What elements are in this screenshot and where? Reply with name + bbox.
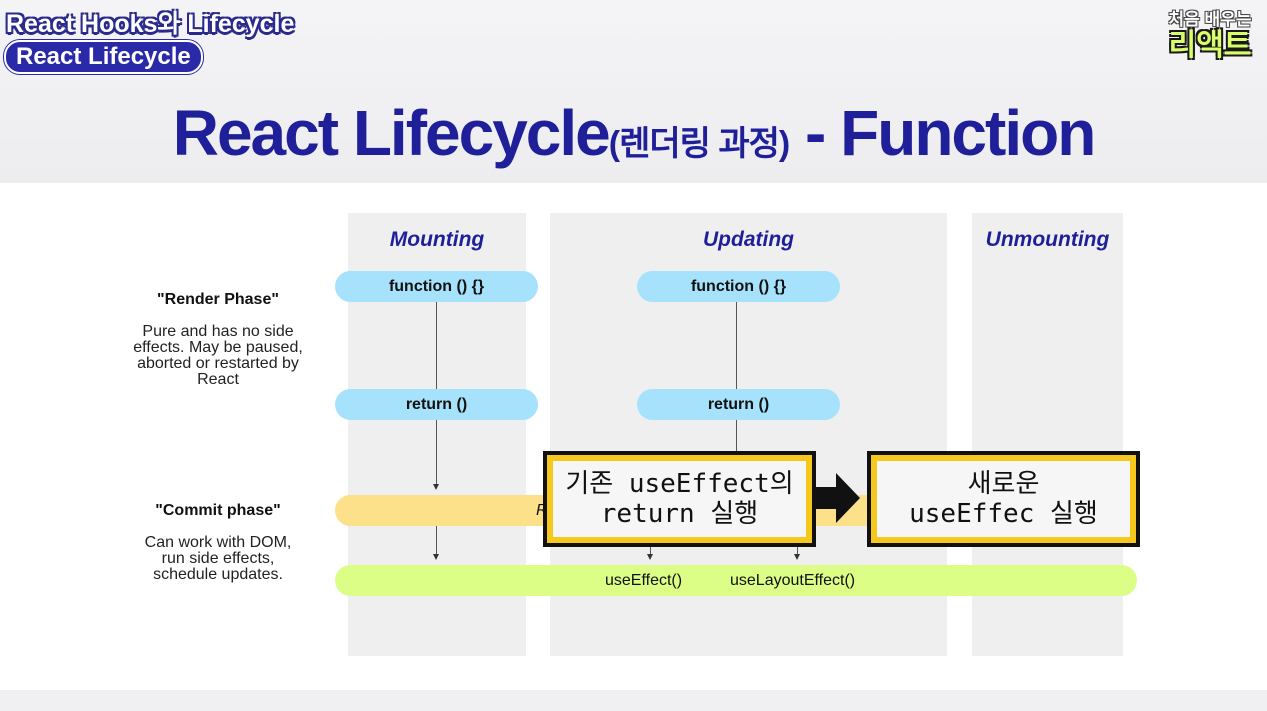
title-tail: - Function [789,97,1096,169]
page-title: React Lifecycle(렌더링 과정) - Function [0,96,1267,170]
connector-line [797,545,798,555]
section-badge: React Lifecycle [4,40,203,74]
render-desc-line: Pure and has no side [142,323,294,340]
footer-strip [0,690,1267,711]
render-desc-line: React [197,371,239,388]
topic-label: React Hooks와 Lifecycle [6,10,295,38]
header-background [0,0,1267,183]
arrowhead-icon [433,554,439,560]
callout-line: 새로운 [967,469,1040,499]
render-desc-line: effects. May be paused, [133,339,303,356]
callout-line: return 실행 [600,499,759,529]
course-logo: 처음 배우는 리액트 [1162,5,1258,65]
update-return-node: return () [637,389,840,420]
use-layout-effect-label: useLayoutEffect() [730,571,856,589]
connector-line [436,301,437,389]
connector-line [736,420,737,454]
connector-line [436,526,437,555]
callout-text: 새로운 useEffec 실행 [909,469,1098,529]
use-effect-label: useEffect() [605,571,683,589]
connector-line [736,301,737,389]
unmounting-header: Unmounting [985,228,1110,251]
render-phase-description: Pure and has no side effects. May be pau… [118,324,318,388]
callout-text: 기존 useEffect의 return 실행 [565,469,793,529]
logo-line1: 처음 배우는 [1168,10,1252,29]
callout-line: useEffec 실행 [909,499,1098,529]
render-phase-title: "Render Phase" [157,291,279,308]
arrowhead-icon [794,554,800,560]
logo-line2: 리액트 [1168,29,1252,62]
right-arrow-icon [814,473,860,523]
commit-desc-line: run side effects, [161,550,275,567]
arrowhead-icon [433,484,439,490]
callout-line: 기존 useEffect의 [565,469,794,499]
callout-frame [874,458,1133,540]
commit-bar-label: R [536,501,548,519]
mounting-header: Mounting [389,228,485,251]
commit-desc-line: schedule updates. [153,566,283,583]
mount-function-node: function () {} [335,271,538,302]
old-effect-cleanup-callout: 기존 useEffect의 return 실행 [543,451,816,547]
mount-return-node: return () [335,389,538,420]
render-desc-line: aborted or restarted by [137,355,299,372]
connector-line [650,545,651,555]
updating-header: Updating [703,228,794,251]
connector-line [436,420,437,485]
commit-phase-title: "Commit phase" [155,502,281,519]
commit-phase-description: Can work with DOM, run side effects, sch… [118,535,318,583]
new-effect-callout: 새로운 useEffec 실행 [867,451,1140,547]
title-sub: (렌더링 과정) [608,125,790,163]
commit-desc-line: Can work with DOM, [144,534,292,551]
update-function-node: function () {} [637,271,840,302]
title-main: React Lifecycle [172,97,611,169]
arrowhead-icon [647,554,653,560]
effects-bar: useEffect() useLayoutEffect() [335,565,1137,596]
callout-frame [550,458,809,540]
